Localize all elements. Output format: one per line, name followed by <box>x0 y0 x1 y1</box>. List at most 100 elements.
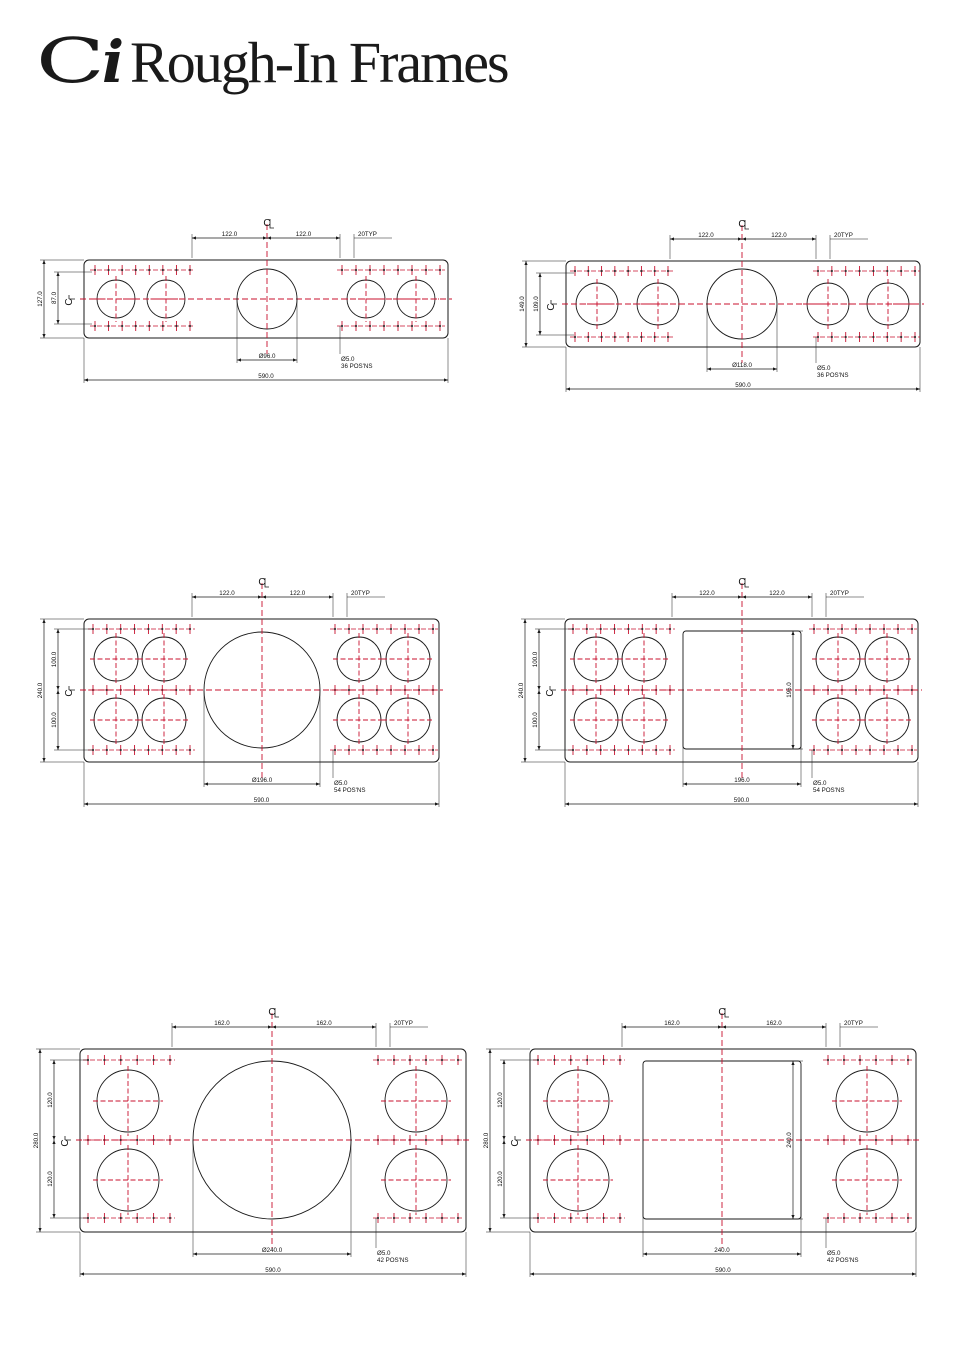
dimension-arrow <box>797 1252 801 1256</box>
screw-hole <box>666 269 670 273</box>
screw-hole <box>913 269 917 273</box>
screw-hole <box>854 748 858 752</box>
dimension-arrow <box>56 629 60 633</box>
dimension-arrow <box>42 334 46 338</box>
dimension-arrow <box>56 690 60 694</box>
screw-hole <box>431 627 435 631</box>
dimension-arrow <box>707 367 711 371</box>
dimension-arrow <box>56 686 60 690</box>
screw-hole <box>890 1216 894 1220</box>
centerline-symbol: C <box>718 1007 725 1018</box>
screw-hole <box>389 748 393 752</box>
center-cutout-dim-label: 240.0 <box>714 1247 730 1254</box>
screw-hole <box>105 688 108 692</box>
centerline-symbol: C <box>738 577 745 588</box>
dimension-arrow <box>672 595 676 599</box>
dimension-arrow <box>52 1136 56 1140</box>
screw-hole <box>587 269 590 273</box>
screw-hole <box>858 335 861 339</box>
dimension-arrow <box>192 236 196 240</box>
dimension-arrow <box>791 1215 795 1219</box>
screw-hole <box>666 335 670 339</box>
screw-hole <box>424 268 428 272</box>
dimension-arrow <box>566 387 570 391</box>
screw-hole <box>900 335 903 339</box>
overall-width-label: 590.0 <box>265 1267 281 1274</box>
dimension-arrow <box>670 237 674 241</box>
centerline-symbol <box>514 1136 521 1141</box>
dimension-arrow <box>267 236 271 240</box>
screw-hole <box>613 269 616 273</box>
screw-hole <box>147 627 150 631</box>
spacing-right-label: 162.0 <box>316 1020 332 1027</box>
lower-height-label: 100.0 <box>532 712 539 728</box>
screw-hole <box>424 324 428 328</box>
dimension-arrow <box>738 237 742 241</box>
screw-hole <box>188 748 192 752</box>
frame-outline <box>83 618 440 763</box>
screw-hole <box>152 1058 155 1062</box>
dimension-arrow <box>791 745 795 749</box>
centerline-symbol: C <box>268 1007 275 1018</box>
square-height-label: 240.0 <box>786 1132 793 1148</box>
screw-hole <box>361 627 365 631</box>
screw-hole <box>119 627 122 631</box>
screw-hole <box>874 1216 878 1220</box>
dimension-arrow <box>742 237 746 241</box>
screw-hole <box>392 1216 396 1220</box>
dimension-arrow <box>722 1025 726 1029</box>
dimension-arrow <box>52 1060 56 1064</box>
upper-height-label: 100.0 <box>51 651 58 667</box>
screw-hole <box>816 335 820 339</box>
overall-width-label: 590.0 <box>735 382 751 389</box>
spacing-left-label: 122.0 <box>219 590 235 597</box>
screw-hole <box>188 324 192 328</box>
screw-hole <box>830 335 833 339</box>
dimension-arrow <box>84 378 88 382</box>
centerline-symbol <box>550 300 557 305</box>
dimension-arrow <box>502 1140 506 1144</box>
screw-hole <box>627 748 630 752</box>
screw-hole <box>900 269 903 273</box>
screw-hole <box>121 268 124 272</box>
screw-hole <box>376 1216 380 1220</box>
screw-hole <box>858 269 861 273</box>
screw-hole <box>890 1058 894 1062</box>
screw-hole <box>389 627 393 631</box>
dimension-arrow <box>537 746 541 750</box>
dimension-arrow <box>537 629 541 633</box>
screw-hole <box>826 748 830 752</box>
screw-hole <box>456 1216 460 1220</box>
screw-hole <box>844 269 847 273</box>
dimension-arrow <box>502 1136 506 1140</box>
screw-hole <box>586 1216 589 1220</box>
hole-positions-label: 36 POS'NS <box>817 372 848 379</box>
spacing-left-label: 122.0 <box>222 231 238 238</box>
screw-hole <box>107 324 110 328</box>
dimension-arrow <box>502 1214 506 1218</box>
centerline-symbol: C <box>510 1139 521 1146</box>
screw-hole <box>105 627 108 631</box>
overall-height-label: 149.0 <box>519 296 526 312</box>
dimension-arrow <box>791 1061 795 1065</box>
screw-hole <box>424 1058 428 1062</box>
screw-hole <box>105 748 108 752</box>
center-cutout-dim-label: Ø196.0 <box>252 777 273 784</box>
dimension-arrow <box>193 1252 197 1256</box>
dimension-arrow <box>52 1214 56 1218</box>
screw-hole <box>602 1216 605 1220</box>
dimension-arrow <box>537 686 541 690</box>
screw-hole <box>161 627 164 631</box>
screw-hole <box>119 1138 122 1142</box>
screw-hole <box>133 748 136 752</box>
dimension-arrow <box>530 1272 534 1276</box>
screw-hole <box>618 1216 622 1220</box>
dimension-arrow <box>742 595 746 599</box>
spacing-right-label: 122.0 <box>290 590 306 597</box>
dimension-arrow <box>916 387 920 391</box>
hole-diameter-label: Ø5.0 <box>334 780 348 787</box>
hole-diameter-label: Ø5.0 <box>817 365 831 372</box>
screw-hole <box>826 627 830 631</box>
lower-height-label: 120.0 <box>47 1171 54 1187</box>
